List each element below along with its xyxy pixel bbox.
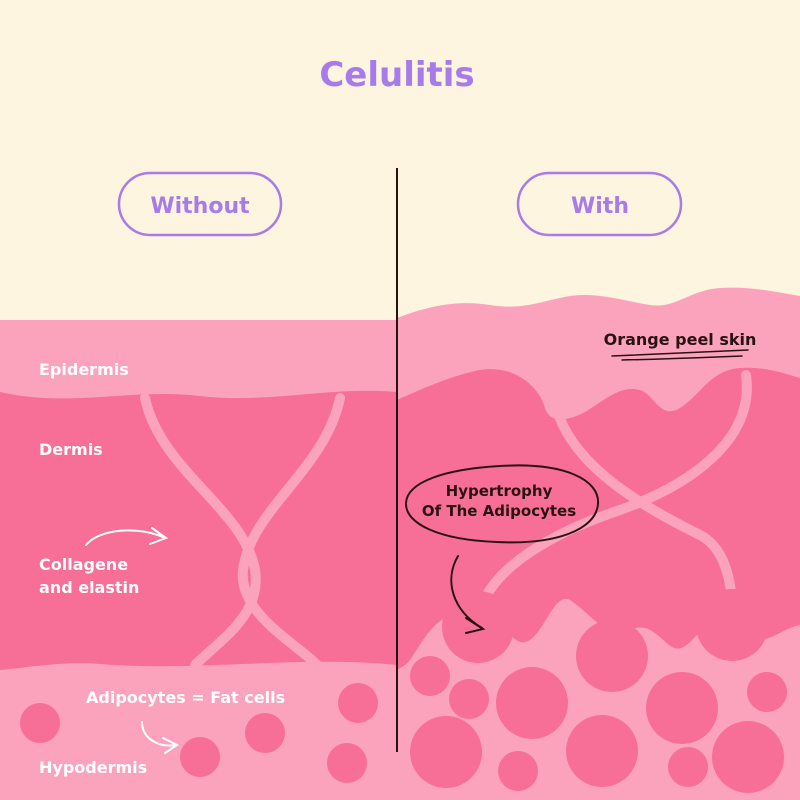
fat-cell-large <box>576 620 648 692</box>
adipocyte-arrow <box>141 721 179 754</box>
orange-peel-underline <box>611 349 749 361</box>
elastin-fiber-stretched <box>480 370 752 603</box>
hypertrophy-arrow <box>450 555 486 634</box>
label-hypertrophy-line1: Hypertrophy <box>446 482 553 500</box>
fat-cell <box>20 703 60 743</box>
hypertrophy-callout-outline <box>404 464 600 544</box>
fat-cell-large <box>566 715 638 787</box>
without-pill-label: Without <box>150 194 250 219</box>
fat-cell <box>498 751 538 791</box>
label-adipocytes: Adipocytes = Fat cells <box>86 688 285 707</box>
fat-cell-large <box>442 591 514 663</box>
fat-cells-normal <box>20 683 378 783</box>
fat-cell <box>180 737 220 777</box>
dermis-layer <box>0 390 397 670</box>
label-collagen-line1: Collagene <box>39 555 128 574</box>
panel-without: Epidermis Dermis Collagene and elastin A… <box>0 320 397 800</box>
label-epidermis: Epidermis <box>39 360 129 379</box>
fat-cell-large <box>410 716 482 788</box>
fat-cell-large <box>496 667 568 739</box>
panel-with: Orange peel skin Hypertrophy Of The Adip… <box>397 287 800 800</box>
label-orange-peel: Orange peel skin <box>604 330 757 349</box>
fat-cell <box>449 679 489 719</box>
collagen-fiber <box>140 393 261 670</box>
fat-cell <box>327 743 367 783</box>
with-pill: With <box>516 171 683 237</box>
fat-cell <box>410 656 450 696</box>
fat-cell <box>747 672 787 712</box>
without-pill: Without <box>117 171 283 237</box>
label-hypertrophy-line2: Of The Adipocytes <box>422 502 576 520</box>
label-collagen-line2: and elastin <box>39 578 139 597</box>
label-dermis: Dermis <box>39 440 103 459</box>
collagen-fiber-stretched <box>552 405 737 605</box>
elastin-fiber <box>237 393 345 673</box>
fat-cell <box>338 683 378 723</box>
fat-cell-large <box>696 589 768 661</box>
fat-cell-large <box>646 672 718 744</box>
fat-cell <box>245 713 285 753</box>
page-title: Celulitis <box>319 55 474 95</box>
fat-cell-large <box>712 721 784 793</box>
collagen-arrow <box>85 527 169 546</box>
fat-cell <box>668 747 708 787</box>
label-hypodermis: Hypodermis <box>39 758 147 777</box>
with-pill-label: With <box>571 194 629 219</box>
